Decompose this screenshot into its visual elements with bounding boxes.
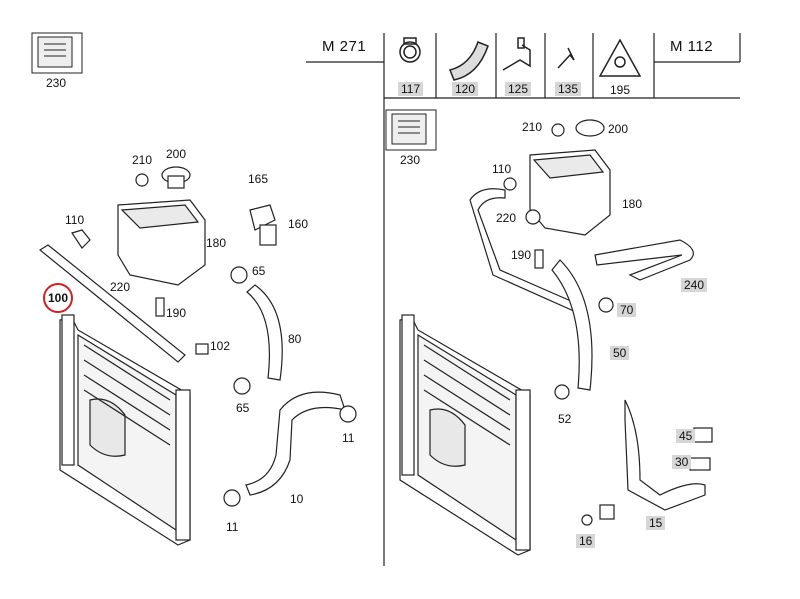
icon-label-195: 195 bbox=[610, 83, 631, 97]
part-label: 110 bbox=[492, 162, 512, 176]
part-label: 52 bbox=[558, 412, 572, 426]
part-label: 210 bbox=[132, 153, 153, 167]
part-label: 220 bbox=[110, 280, 131, 294]
note-label-left: 230 bbox=[46, 76, 67, 90]
part-label: 11 bbox=[342, 431, 355, 445]
part-label: 220 bbox=[496, 211, 517, 225]
icon-label-135: 135 bbox=[555, 82, 582, 96]
icon-label-117: 117 bbox=[398, 82, 424, 96]
engine-label-right: M 112 bbox=[670, 38, 714, 55]
warning-triangle-icon bbox=[598, 38, 642, 77]
expansion-tank-right bbox=[529, 119, 611, 236]
part-label: 240 bbox=[681, 278, 708, 292]
sensor-left bbox=[155, 297, 209, 355]
expansion-tank-left bbox=[117, 166, 206, 286]
hoses-right bbox=[469, 177, 713, 526]
part-label: 190 bbox=[166, 306, 187, 320]
icon-label-120: 120 bbox=[452, 82, 479, 96]
hoses-left bbox=[38, 204, 357, 507]
book-icon bbox=[385, 109, 437, 151]
part-label: 102 bbox=[210, 339, 231, 353]
part-label: 80 bbox=[288, 332, 302, 346]
part-label: 11 bbox=[226, 520, 239, 534]
bracket-icon bbox=[502, 37, 531, 71]
part-label: 160 bbox=[288, 217, 309, 231]
radiator-right bbox=[399, 314, 531, 556]
part-label: 110 bbox=[65, 213, 85, 227]
part-label: 10 bbox=[290, 492, 304, 506]
part-label: 190 bbox=[511, 248, 532, 262]
part-label: 200 bbox=[608, 122, 629, 136]
highlighted-part-callout: 100 bbox=[43, 283, 73, 313]
book-icon bbox=[31, 32, 83, 74]
note-label-right: 230 bbox=[400, 153, 421, 167]
clip-icon bbox=[557, 47, 575, 69]
hose-piece-icon bbox=[448, 41, 489, 81]
engine-label-left: M 271 bbox=[322, 38, 367, 55]
hose-clamp-icon bbox=[399, 37, 421, 63]
part-label: 65 bbox=[252, 264, 266, 278]
part-label: 65 bbox=[236, 401, 250, 415]
part-label: 200 bbox=[166, 147, 187, 161]
frame-lines bbox=[306, 33, 741, 566]
part-label: 15 bbox=[646, 516, 666, 530]
part-label: 165 bbox=[248, 172, 269, 186]
part-label: 16 bbox=[576, 534, 596, 548]
part-label: 45 bbox=[676, 429, 696, 443]
part-label: 50 bbox=[610, 346, 630, 360]
part-label: 70 bbox=[617, 303, 637, 317]
icon-label-125: 125 bbox=[505, 82, 532, 96]
part-label: 30 bbox=[672, 455, 692, 469]
part-label: 180 bbox=[622, 197, 643, 211]
part-label: 210 bbox=[522, 120, 543, 134]
part-label: 180 bbox=[206, 236, 227, 250]
radiator-left bbox=[59, 314, 191, 546]
